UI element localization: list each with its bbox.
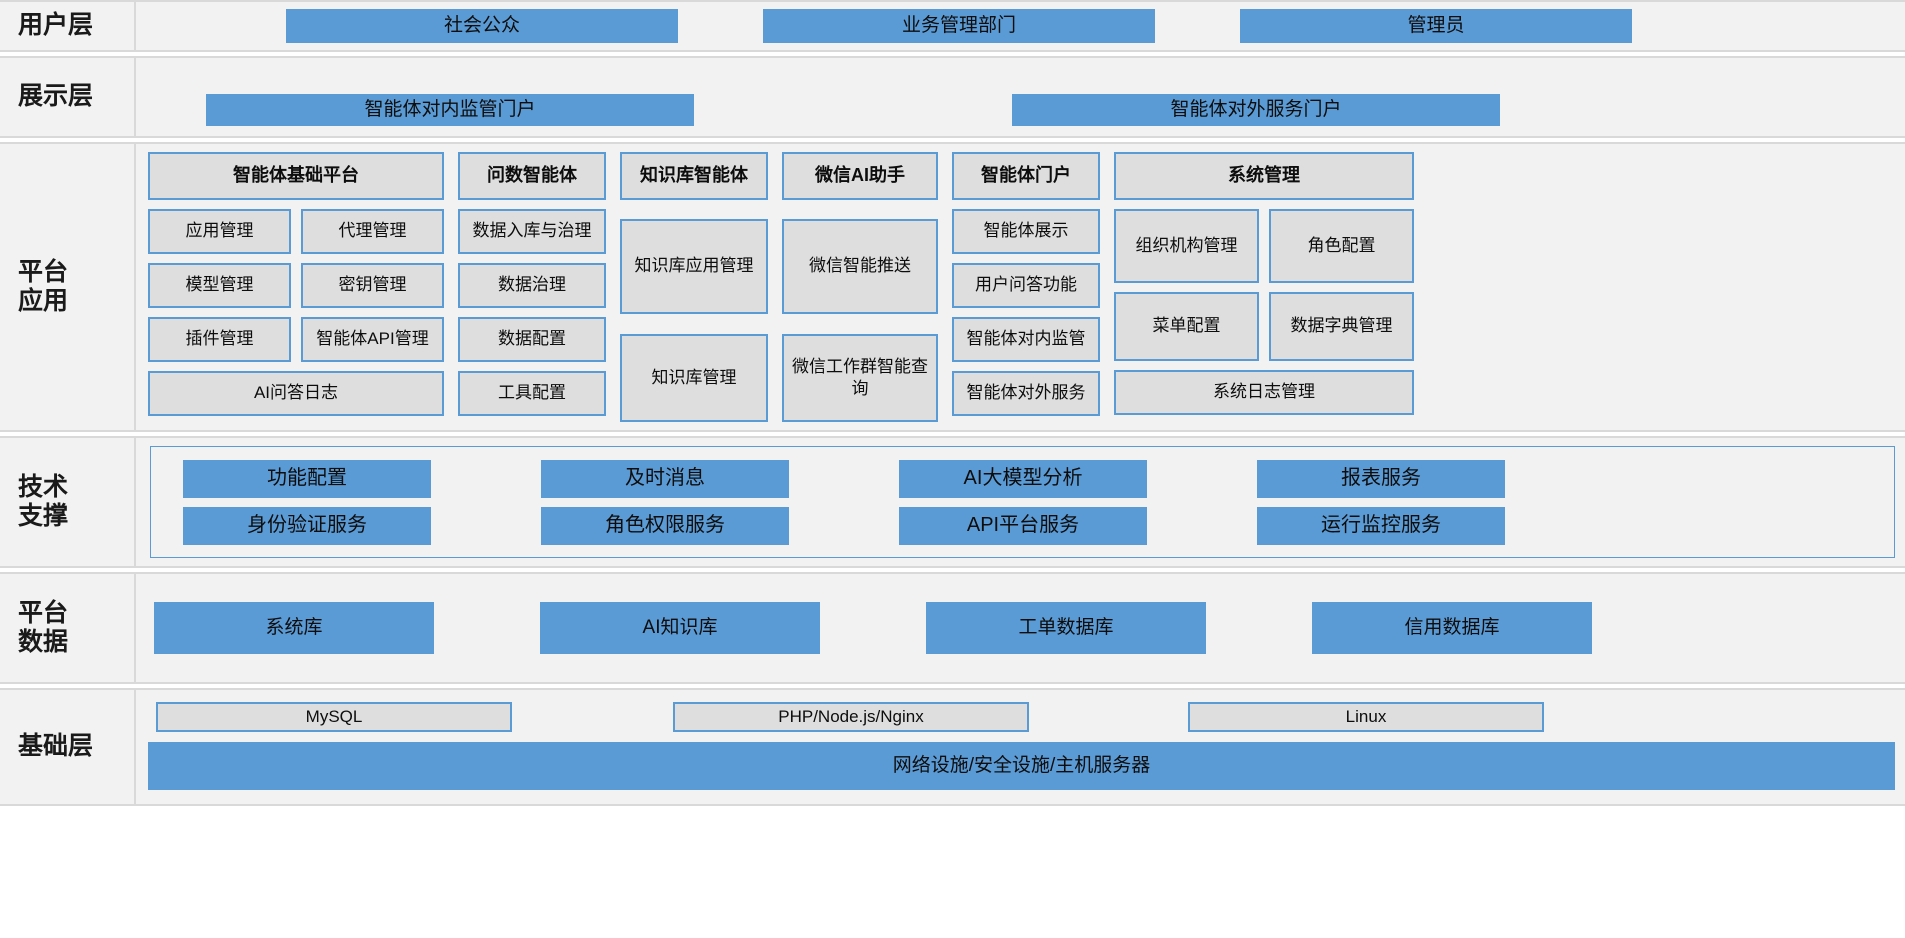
platform-apps-columns: 智能体基础平台 应用管理 代理管理 模型管理 密钥管理 插件管理 智能体API管… bbox=[148, 152, 1895, 422]
platform-data-row: 系统库 AI知识库 工单数据库 信用数据库 bbox=[148, 602, 1895, 654]
tech-item-instant-message[interactable]: 及时消息 bbox=[541, 459, 789, 498]
tech-item-ai-llm-analysis[interactable]: AI大模型分析 bbox=[899, 459, 1147, 498]
app-item-role-configuration[interactable]: 角色配置 bbox=[1269, 209, 1414, 283]
tech-item-report-service[interactable]: 报表服务 bbox=[1257, 459, 1505, 498]
band-label-presentation: 展示层 bbox=[0, 58, 136, 136]
band-body-presentation: 智能体对内监管门户 智能体对外服务门户 bbox=[136, 58, 1905, 136]
infra-item-mysql[interactable]: MySQL bbox=[156, 702, 512, 732]
band-label-infrastructure: 基础层 bbox=[0, 690, 136, 804]
app-item-agent-management[interactable]: 代理管理 bbox=[301, 209, 444, 254]
app-item-agent-showcase[interactable]: 智能体展示 bbox=[952, 209, 1100, 254]
app-item-tool-configuration[interactable]: 工具配置 bbox=[458, 371, 606, 416]
data-item-system-db[interactable]: 系统库 bbox=[154, 602, 434, 654]
app-item-model-management[interactable]: 模型管理 bbox=[148, 263, 291, 308]
app-item-kb-application-management[interactable]: 知识库应用管理 bbox=[620, 219, 768, 314]
app-item-menu-configuration[interactable]: 菜单配置 bbox=[1114, 292, 1259, 361]
band-body-user: 社会公众 业务管理部门 管理员 bbox=[136, 2, 1905, 50]
app-column-agent-portal: 智能体门户 智能体展示 用户问答功能 智能体对内监管 智能体对外服务 bbox=[952, 152, 1100, 416]
app-column-knowledge-base-agent: 知识库智能体 知识库应用管理 知识库管理 bbox=[620, 152, 768, 422]
app-item-agent-api-management[interactable]: 智能体API管理 bbox=[301, 317, 444, 362]
app-item-wechat-group-query[interactable]: 微信工作群智能查询 bbox=[782, 334, 938, 422]
app-header-knowledge-base-agent[interactable]: 知识库智能体 bbox=[620, 152, 768, 200]
tech-item-api-platform-service[interactable]: API平台服务 bbox=[899, 506, 1147, 545]
infra-item-linux[interactable]: Linux bbox=[1188, 702, 1544, 732]
app-row: 菜单配置 数据字典管理 bbox=[1114, 292, 1414, 361]
app-column-system-management: 系统管理 组织机构管理 角色配置 菜单配置 数据字典管理 系统日志管理 bbox=[1114, 152, 1414, 415]
user-box-business-dept[interactable]: 业务管理部门 bbox=[763, 9, 1155, 43]
app-column-base-platform: 智能体基础平台 应用管理 代理管理 模型管理 密钥管理 插件管理 智能体API管… bbox=[148, 152, 444, 416]
app-item-key-management[interactable]: 密钥管理 bbox=[301, 263, 444, 308]
tech-item-role-permission-service[interactable]: 角色权限服务 bbox=[541, 506, 789, 545]
app-item-data-governance[interactable]: 数据治理 bbox=[458, 263, 606, 308]
data-item-credit-db[interactable]: 信用数据库 bbox=[1312, 602, 1592, 654]
app-header-wechat-ai-assistant[interactable]: 微信AI助手 bbox=[782, 152, 938, 200]
app-item-kb-management[interactable]: 知识库管理 bbox=[620, 334, 768, 422]
app-header-data-query-agent[interactable]: 问数智能体 bbox=[458, 152, 606, 200]
app-item-plugin-management[interactable]: 插件管理 bbox=[148, 317, 291, 362]
app-header-base-platform[interactable]: 智能体基础平台 bbox=[148, 152, 444, 200]
band-label-platform-data: 平台 数据 bbox=[0, 574, 136, 682]
user-box-public[interactable]: 社会公众 bbox=[286, 9, 678, 43]
app-header-system-management[interactable]: 系统管理 bbox=[1114, 152, 1414, 200]
band-label-user: 用户层 bbox=[0, 2, 136, 50]
band-body-platform-data: 系统库 AI知识库 工单数据库 信用数据库 bbox=[136, 574, 1905, 682]
tech-item-function-config[interactable]: 功能配置 bbox=[183, 459, 431, 498]
tech-support-container: 功能配置 及时消息 AI大模型分析 报表服务 身份验证服务 角色权限服务 API… bbox=[150, 446, 1895, 558]
app-column-data-query-agent: 问数智能体 数据入库与治理 数据治理 数据配置 工具配置 bbox=[458, 152, 606, 416]
data-item-work-order-db[interactable]: 工单数据库 bbox=[926, 602, 1206, 654]
infra-item-network-security-hosts[interactable]: 网络设施/安全设施/主机服务器 bbox=[148, 742, 1895, 790]
app-row: 模型管理 密钥管理 bbox=[148, 263, 444, 308]
app-header-agent-portal[interactable]: 智能体门户 bbox=[952, 152, 1100, 200]
infra-item-php-node-nginx[interactable]: PHP/Node.js/Nginx bbox=[673, 702, 1029, 732]
app-item-data-ingest-governance[interactable]: 数据入库与治理 bbox=[458, 209, 606, 254]
band-body-infrastructure: MySQL PHP/Node.js/Nginx Linux 网络设施/安全设施/… bbox=[136, 690, 1905, 804]
band-body-tech-support: 功能配置 及时消息 AI大模型分析 报表服务 身份验证服务 角色权限服务 API… bbox=[136, 438, 1905, 566]
app-item-agent-external-service[interactable]: 智能体对外服务 bbox=[952, 371, 1100, 416]
data-item-ai-knowledge-db[interactable]: AI知识库 bbox=[540, 602, 820, 654]
band-label-tech-support: 技术 支撑 bbox=[0, 438, 136, 566]
app-item-data-dictionary-management[interactable]: 数据字典管理 bbox=[1269, 292, 1414, 361]
app-item-application-management[interactable]: 应用管理 bbox=[148, 209, 291, 254]
band-infrastructure: 基础层 MySQL PHP/Node.js/Nginx Linux 网络设施/安… bbox=[0, 688, 1905, 806]
app-item-data-configuration[interactable]: 数据配置 bbox=[458, 317, 606, 362]
infrastructure-stack-row: MySQL PHP/Node.js/Nginx Linux bbox=[148, 702, 1895, 732]
app-row: 应用管理 代理管理 bbox=[148, 209, 444, 254]
app-row: 插件管理 智能体API管理 bbox=[148, 317, 444, 362]
tech-support-row-2: 身份验证服务 角色权限服务 API平台服务 运行监控服务 bbox=[165, 506, 1880, 545]
presentation-box-internal-portal[interactable]: 智能体对内监管门户 bbox=[206, 94, 694, 126]
app-item-org-structure-management[interactable]: 组织机构管理 bbox=[1114, 209, 1259, 283]
infrastructure-foundation-row: 网络设施/安全设施/主机服务器 bbox=[148, 742, 1895, 790]
tech-item-runtime-monitoring-service[interactable]: 运行监控服务 bbox=[1257, 506, 1505, 545]
tech-support-row-1: 功能配置 及时消息 AI大模型分析 报表服务 bbox=[165, 459, 1880, 498]
band-body-platform-apps: 智能体基础平台 应用管理 代理管理 模型管理 密钥管理 插件管理 智能体API管… bbox=[136, 144, 1905, 430]
app-item-ai-qa-log[interactable]: AI问答日志 bbox=[148, 371, 444, 416]
band-technical-support: 技术 支撑 功能配置 及时消息 AI大模型分析 报表服务 身份验证服务 角色权限… bbox=[0, 436, 1905, 568]
band-label-platform-apps: 平台 应用 bbox=[0, 144, 136, 430]
band-presentation-layer: 展示层 智能体对内监管门户 智能体对外服务门户 bbox=[0, 56, 1905, 138]
user-box-admin[interactable]: 管理员 bbox=[1240, 9, 1632, 43]
band-user-layer: 用户层 社会公众 业务管理部门 管理员 bbox=[0, 0, 1905, 52]
app-item-user-qa-function[interactable]: 用户问答功能 bbox=[952, 263, 1100, 308]
band-platform-data: 平台 数据 系统库 AI知识库 工单数据库 信用数据库 bbox=[0, 572, 1905, 684]
app-column-wechat-ai-assistant: 微信AI助手 微信智能推送 微信工作群智能查询 bbox=[782, 152, 938, 422]
app-item-agent-internal-supervision[interactable]: 智能体对内监管 bbox=[952, 317, 1100, 362]
app-item-wechat-smart-push[interactable]: 微信智能推送 bbox=[782, 219, 938, 314]
band-platform-applications: 平台 应用 智能体基础平台 应用管理 代理管理 模型管理 密钥管理 插件管理 bbox=[0, 142, 1905, 432]
app-row: 组织机构管理 角色配置 bbox=[1114, 209, 1414, 283]
app-item-system-log-management[interactable]: 系统日志管理 bbox=[1114, 370, 1414, 415]
presentation-box-external-portal[interactable]: 智能体对外服务门户 bbox=[1012, 94, 1500, 126]
tech-item-authentication-service[interactable]: 身份验证服务 bbox=[183, 506, 431, 545]
